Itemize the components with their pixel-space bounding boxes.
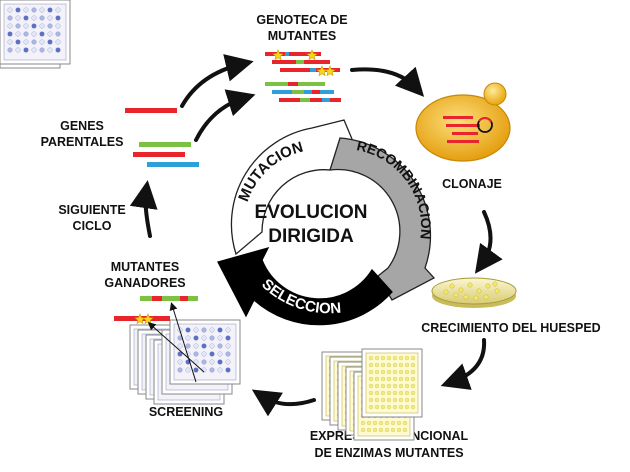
mutation-star-icons	[272, 49, 336, 77]
crecimiento-label: CRECIMIENTO DEL HUESPED	[421, 321, 600, 335]
process-arrows	[129, 54, 503, 417]
arrow-parental-to-library-top	[180, 54, 254, 108]
genoteca-label-line2: MUTANTES	[268, 29, 337, 43]
arrow-plate-to-expression	[440, 338, 487, 390]
parental-genes	[125, 108, 199, 167]
mutacion-arc	[230, 119, 353, 256]
center-title-line1: EVOLUCION	[255, 202, 368, 223]
arrow-expression-to-screening	[251, 389, 316, 417]
arrow-next-cycle	[129, 180, 158, 238]
screening-plates	[0, 0, 241, 405]
seleccion-arc	[217, 246, 393, 326]
mutant-library	[265, 49, 341, 102]
expresion-label-line2: DE ENZIMAS MUTANTES	[314, 446, 463, 460]
arrow-clonaje-to-plate	[474, 210, 503, 274]
blue-plate	[0, 0, 71, 65]
genoteca-label-line1: GENOTECA DE	[256, 13, 347, 27]
siguiente-label-line1: SIGUIENTE	[58, 203, 125, 217]
center-title-line2: DIRIGIDA	[268, 226, 354, 247]
winning-mutants	[114, 296, 205, 383]
ganadores-label-line2: GANADORES	[104, 276, 185, 290]
ganadores-label-line1: MUTANTES	[111, 260, 180, 274]
parentales-label-line1: GENES	[60, 119, 104, 133]
arrow-parental-to-library-bottom	[194, 89, 256, 142]
central-cycle: MUTACION RECOMBINACION SCREENING SELECCI…	[217, 119, 436, 326]
parentales-label-line2: PARENTALES	[41, 135, 124, 149]
yeast-cell	[415, 82, 511, 162]
winner-star-icons	[134, 313, 154, 325]
screening-label: SCREENING	[149, 405, 223, 419]
clonaje-label: CLONAJE	[442, 177, 502, 191]
petri-dish	[431, 277, 517, 308]
siguiente-label-line2: CICLO	[73, 219, 112, 233]
arrow-library-to-yeast	[350, 66, 425, 97]
